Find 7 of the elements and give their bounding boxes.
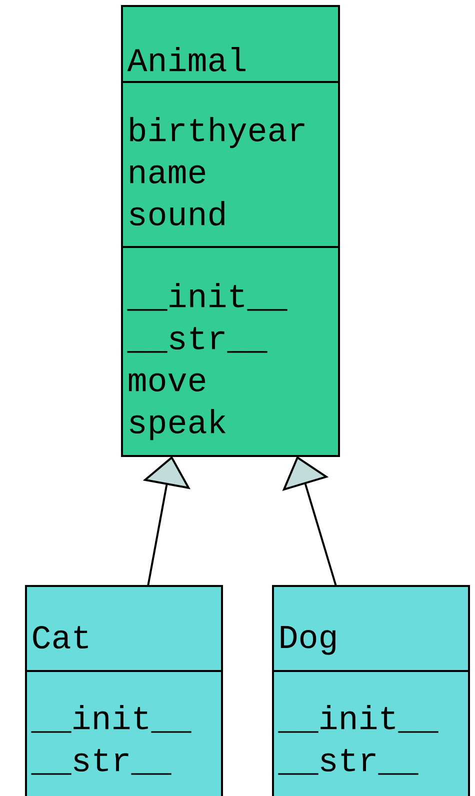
member-list: __init__ __str__ xyxy=(278,705,438,775)
member-list: __init__ __str__ xyxy=(31,705,192,775)
member-list: __init__ __str__ move speak xyxy=(127,283,288,440)
member-list: birthyear name sound xyxy=(130,117,304,226)
class-name: Animal xyxy=(127,47,246,72)
class-name: Dog xyxy=(280,626,336,655)
class-name: Cat xyxy=(33,626,88,649)
